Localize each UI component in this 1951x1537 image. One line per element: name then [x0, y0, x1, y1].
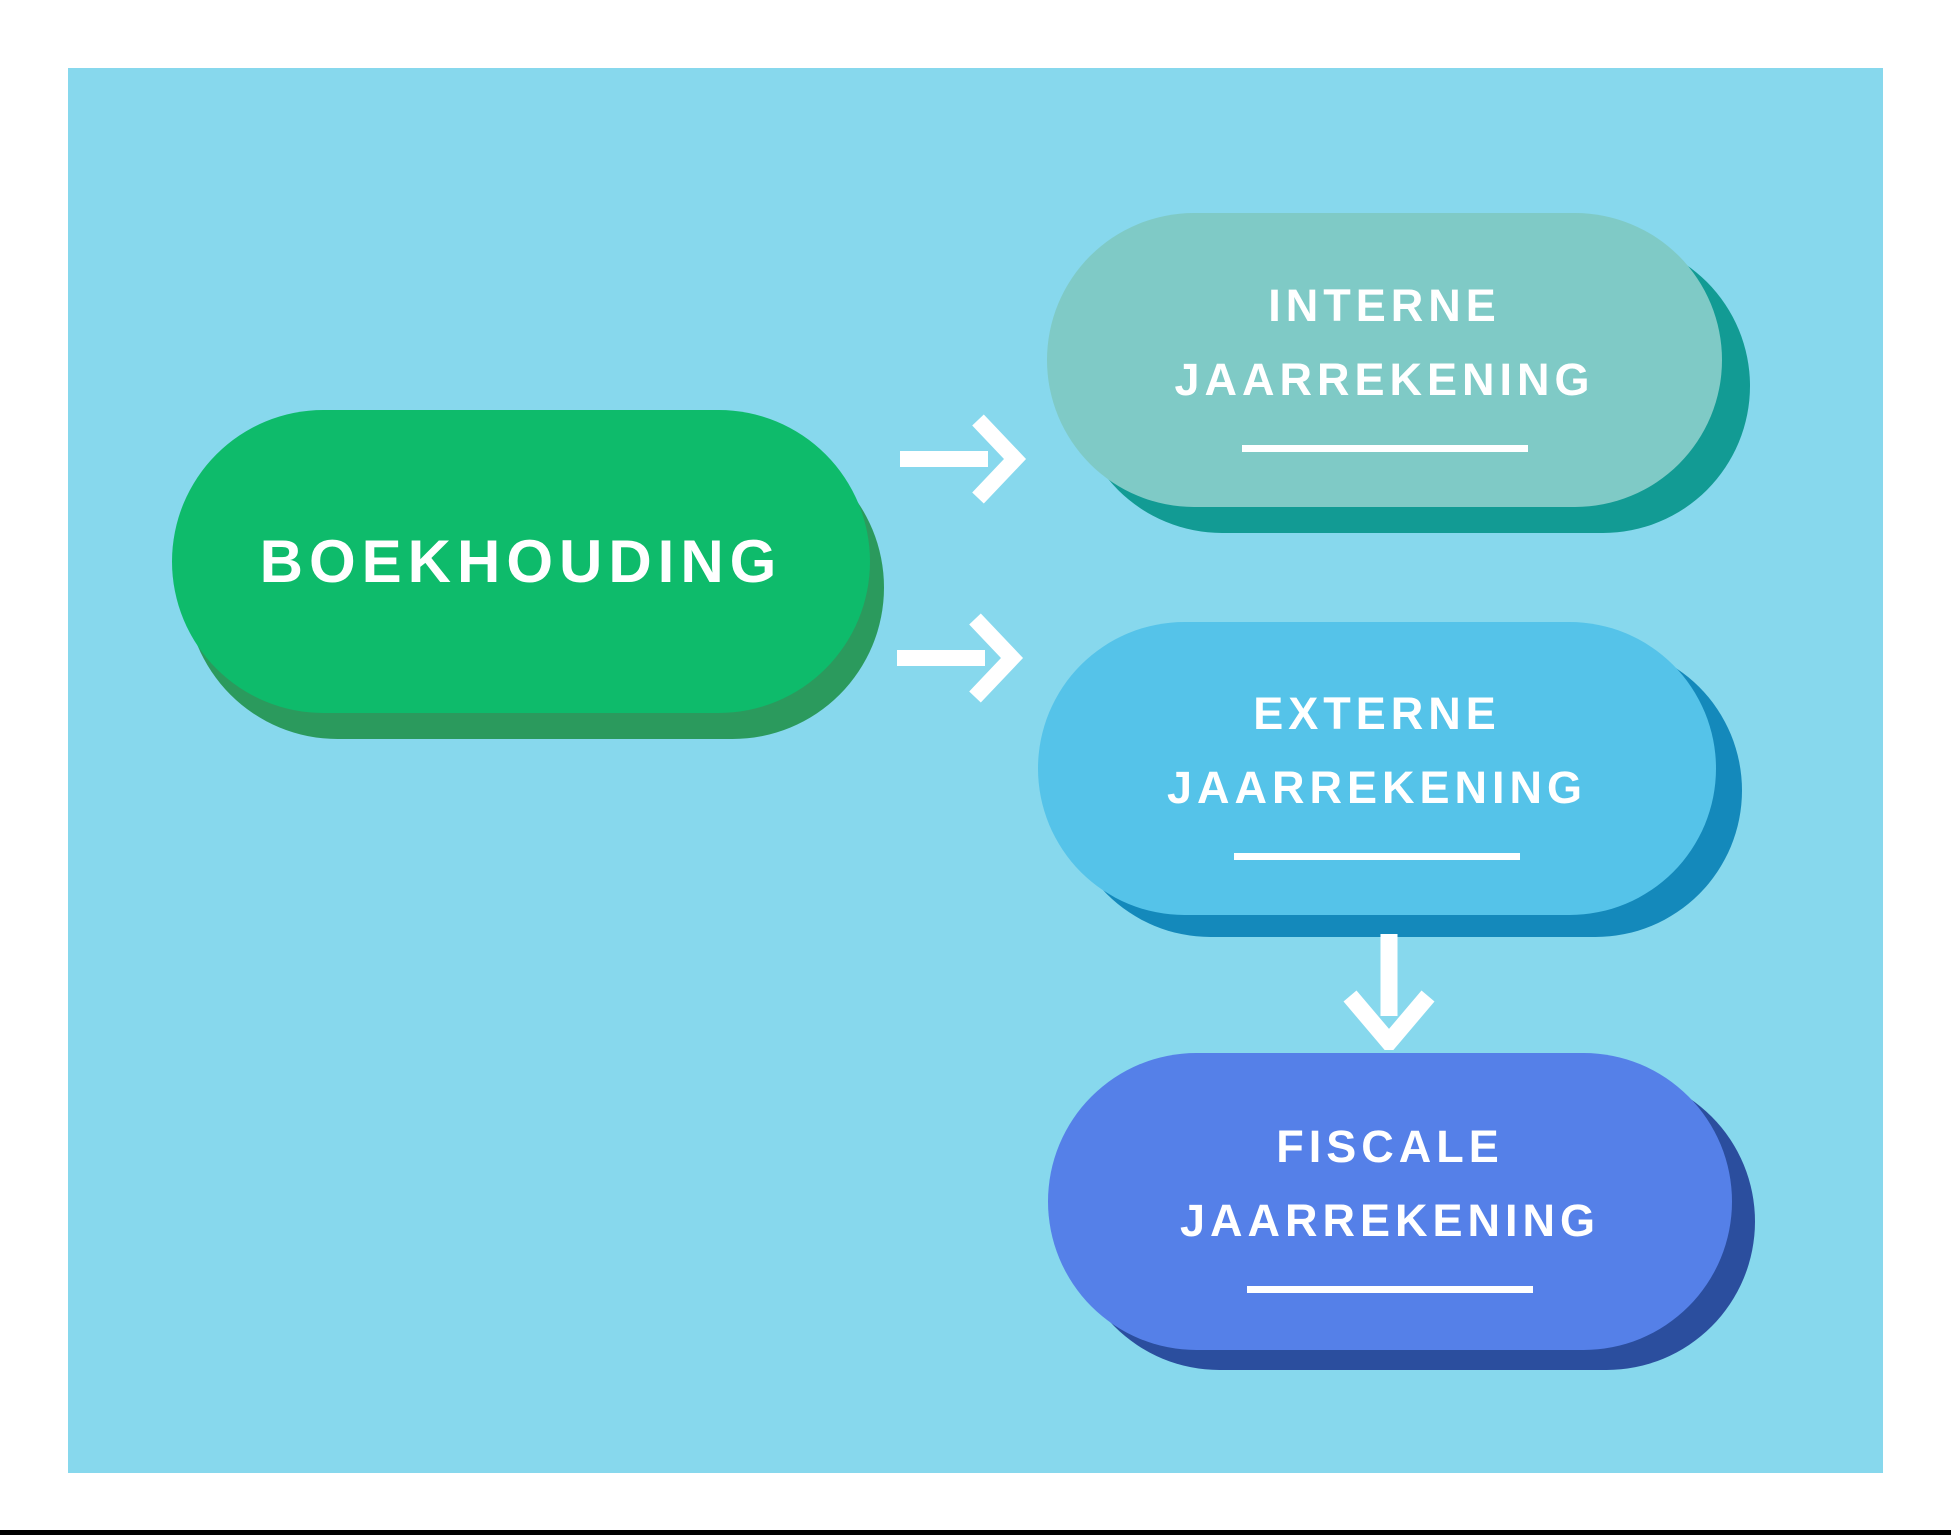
node-externe-label-line2: JAARREKENING [1166, 762, 1588, 813]
node-externe-underline [1234, 853, 1520, 860]
node-interne-jaarrekening: INTERNE JAARREKENING [1047, 213, 1722, 507]
bottom-border-line [0, 1530, 1951, 1535]
node-interne-label-line2: JAARREKENING [1174, 353, 1595, 405]
arrow-right-to-externe-icon [890, 612, 1024, 704]
arrow-right-to-interne-icon [893, 413, 1027, 505]
node-boekhouding-label: BOEKHOUDING [259, 527, 783, 595]
node-fiscale-label-line2: JAARREKENING [1179, 1195, 1601, 1246]
node-fiscale-label-line1: FISCALE [1276, 1121, 1504, 1172]
node-interne-label-line1: INTERNE [1268, 279, 1501, 331]
node-externe-jaarrekening: EXTERNE JAARREKENING [1038, 622, 1716, 915]
node-fiscale-jaarrekening: FISCALE JAARREKENING [1048, 1053, 1732, 1350]
node-externe-label-line1: EXTERNE [1253, 688, 1501, 739]
node-boekhouding: BOEKHOUDING [172, 410, 870, 713]
node-fiscale-underline [1247, 1286, 1533, 1293]
arrow-down-to-fiscale-icon [1340, 928, 1436, 1050]
node-interne-underline [1241, 444, 1528, 452]
